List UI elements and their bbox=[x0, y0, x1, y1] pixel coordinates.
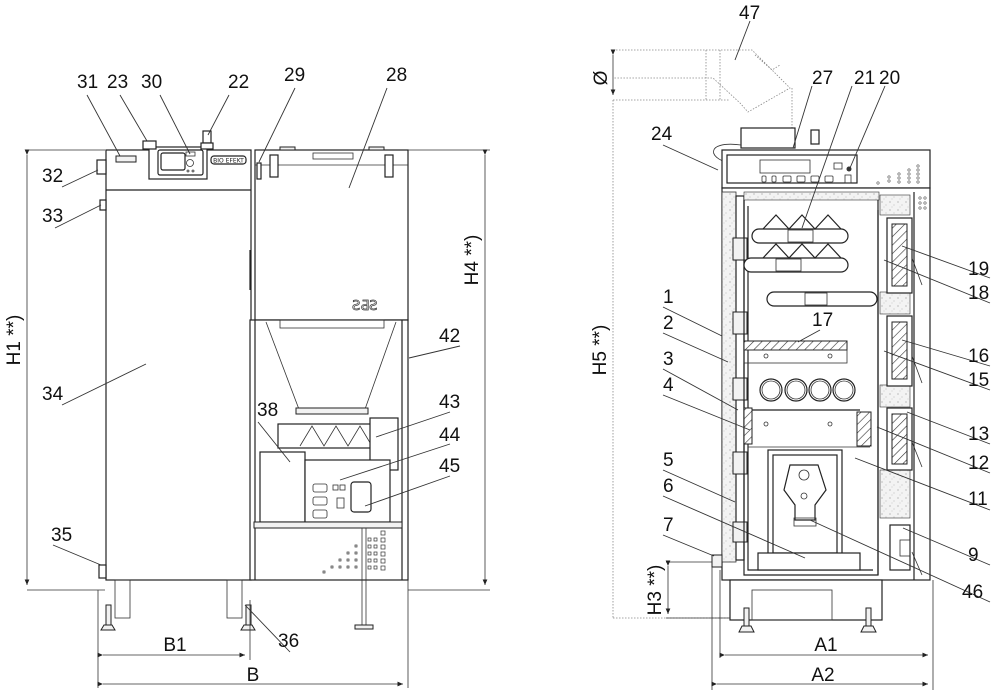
callout-7: 7 bbox=[663, 515, 674, 536]
dimension-b-label: B bbox=[247, 665, 260, 686]
element-29 bbox=[256, 162, 262, 180]
callout-24: 24 bbox=[651, 124, 673, 145]
foot-left bbox=[100, 624, 116, 631]
foot-front bbox=[738, 625, 755, 633]
controller-display bbox=[160, 152, 186, 171]
element-22 bbox=[202, 130, 212, 144]
foot-right bbox=[354, 624, 374, 630]
dimension-h1: H1 **) bbox=[4, 149, 105, 591]
callout-19: 19 bbox=[968, 259, 989, 280]
dimension-h4-label: H4 **) bbox=[462, 235, 483, 286]
brand-plate bbox=[210, 155, 247, 165]
callout-42: 42 bbox=[439, 326, 460, 347]
side-view: Ø bbox=[590, 3, 991, 690]
latch-left bbox=[269, 154, 279, 178]
callout-23: 23 bbox=[107, 72, 128, 93]
electrical-panel bbox=[304, 459, 391, 523]
baffle-17 bbox=[743, 340, 848, 351]
callout-2: 2 bbox=[663, 313, 674, 334]
callout-34: 34 bbox=[42, 384, 64, 405]
callout-16: 16 bbox=[968, 346, 989, 367]
feeder-flange bbox=[295, 407, 369, 415]
callout-43: 43 bbox=[439, 392, 460, 413]
door-upper-19 bbox=[886, 217, 923, 294]
dimension-b: B bbox=[97, 580, 409, 688]
flue-outlet bbox=[740, 127, 796, 149]
callout-22: 22 bbox=[228, 72, 249, 93]
burner-46 bbox=[783, 464, 827, 521]
connector-32 bbox=[96, 159, 107, 175]
callout-9: 9 bbox=[968, 545, 979, 566]
callout-20: 20 bbox=[879, 68, 900, 89]
dimension-a2: A2 bbox=[711, 567, 928, 690]
callout-17: 17 bbox=[812, 310, 833, 331]
callout-3: 3 bbox=[663, 349, 674, 370]
element-23 bbox=[142, 140, 157, 150]
motor-unit bbox=[259, 451, 306, 523]
callout-4: 4 bbox=[663, 375, 674, 396]
door-lower-13 bbox=[886, 407, 923, 471]
shelf bbox=[253, 521, 403, 529]
dimension-h4: H4 **) bbox=[408, 149, 490, 591]
flue-pipe-47 bbox=[613, 49, 793, 128]
dimension-h3: H3 **) bbox=[645, 560, 730, 619]
fuel-hopper bbox=[254, 149, 409, 321]
dimension-h5: H5 **) bbox=[590, 100, 730, 619]
fan-45 bbox=[350, 481, 372, 513]
ventilation-holes bbox=[322, 530, 386, 574]
callout-31: 31 bbox=[77, 72, 98, 93]
dimension-b1-label: B1 bbox=[163, 635, 186, 656]
dimension-h5-label: H5 **) bbox=[590, 325, 611, 376]
callout-45: 45 bbox=[439, 456, 460, 477]
svg-text:BIO EFEKT: BIO EFEKT bbox=[213, 158, 244, 165]
heat-exchanger-21 bbox=[743, 214, 878, 307]
dimension-b1: B1 bbox=[97, 590, 251, 688]
dimension-h1-label: H1 **) bbox=[4, 315, 25, 366]
door-middle-16 bbox=[886, 315, 923, 387]
callout-28: 28 bbox=[386, 65, 407, 86]
connector-7 bbox=[711, 554, 723, 568]
callout-47: 47 bbox=[739, 3, 760, 24]
callout-13: 13 bbox=[968, 424, 989, 445]
callout-32: 32 bbox=[42, 166, 63, 187]
callout-18: 18 bbox=[968, 283, 989, 304]
front-callouts: 31 23 30 22 29 28 32 33 34 42 43 38 44 bbox=[42, 65, 461, 653]
callout-44: 44 bbox=[439, 425, 461, 446]
dimension-h3-label: H3 **) bbox=[645, 565, 666, 616]
boiler-body bbox=[105, 149, 252, 581]
callout-5: 5 bbox=[663, 450, 674, 471]
dimension-a2-label: A2 bbox=[811, 665, 834, 686]
callout-38: 38 bbox=[257, 400, 278, 421]
base-frame bbox=[729, 579, 883, 621]
front-view: H1 **) BIO EFEKT ƧƋƧ bbox=[4, 65, 490, 688]
latch-right bbox=[384, 154, 394, 178]
callout-21: 21 bbox=[854, 68, 875, 89]
foot-rear bbox=[860, 625, 877, 633]
element-21-fitting bbox=[810, 129, 820, 145]
callout-35: 35 bbox=[51, 525, 72, 546]
callout-12: 12 bbox=[968, 453, 989, 474]
connector-35 bbox=[98, 564, 107, 579]
callout-1: 1 bbox=[663, 287, 674, 308]
callout-11: 11 bbox=[968, 489, 988, 510]
callout-36: 36 bbox=[278, 631, 299, 652]
callout-27: 27 bbox=[812, 68, 833, 89]
callout-6: 6 bbox=[663, 476, 674, 497]
callout-30: 30 bbox=[141, 72, 162, 93]
feeder-auger bbox=[277, 423, 384, 449]
logo-mark: ƧƋƧ bbox=[352, 299, 377, 314]
switch-31 bbox=[115, 155, 137, 163]
dimension-diameter-label: Ø bbox=[591, 70, 612, 85]
callout-33: 33 bbox=[42, 206, 63, 227]
dimension-a1-label: A1 bbox=[814, 635, 837, 656]
callout-15: 15 bbox=[968, 370, 989, 391]
dimension-a1: A1 bbox=[719, 570, 934, 690]
ash-tray-6 bbox=[757, 552, 861, 571]
turbulator-tubes bbox=[759, 378, 856, 402]
callout-46: 46 bbox=[962, 582, 983, 603]
foot-middle bbox=[240, 624, 256, 631]
callout-29: 29 bbox=[284, 65, 305, 86]
side-callouts: 47 27 21 20 24 19 18 17 1 2 16 3 15 bbox=[651, 3, 991, 603]
